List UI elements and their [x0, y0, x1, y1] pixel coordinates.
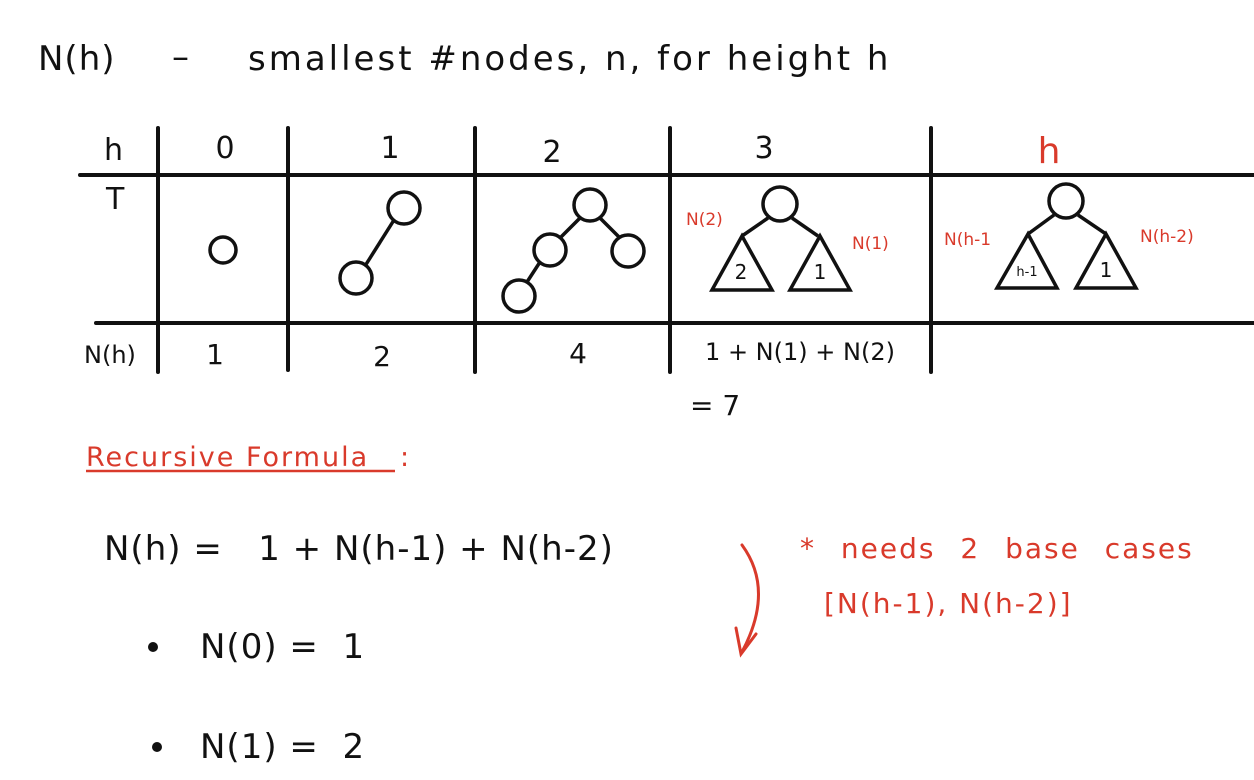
tree-edge	[363, 219, 396, 267]
col-h-h: h	[1037, 131, 1061, 172]
subtree-label-right-h: N(h-2)	[1140, 227, 1194, 247]
subtree-label-right-3: N(1)	[852, 234, 889, 254]
note-base-cases-list: [N(h-1), N(h-2)]	[824, 587, 1073, 620]
formula-heading: Recursive Formula	[86, 442, 370, 473]
tree-node	[386, 190, 422, 226]
tree-h3	[709, 185, 853, 292]
tree-node	[610, 233, 646, 269]
row-label-n: N(h)	[84, 341, 136, 369]
tree-node	[761, 185, 799, 223]
tree-edge	[558, 216, 582, 240]
subtree-label-left-h: N(h-1	[944, 230, 992, 250]
tree-h	[993, 182, 1139, 290]
col-n-3-result: = 7	[690, 389, 741, 422]
subtree-triangle	[787, 232, 853, 292]
subtree-triangle	[1073, 230, 1139, 290]
recurrence-equation: N(h) = 1 + N(h-1) + N(h-2)	[104, 529, 614, 569]
base-case-1: N(1) = 2	[200, 727, 366, 767]
col-n-3: 1 + N(1) + N(2)	[705, 338, 895, 366]
col-n-0: 1	[206, 338, 224, 371]
subtree-triangle	[993, 230, 1060, 290]
title-description: smallest #nodes, n, for height h	[248, 39, 892, 79]
curved-arrow-icon	[734, 543, 760, 658]
title-lhs: N(h)	[38, 39, 116, 79]
title-dash: –	[172, 37, 190, 77]
formula-heading-colon: :	[400, 442, 410, 473]
tree-node	[208, 235, 238, 265]
subtree-triangle-label: 1	[813, 260, 827, 284]
subtree-triangle-label: 2	[734, 260, 748, 284]
tree-edge	[1026, 213, 1056, 236]
col-h-1: 1	[380, 131, 400, 166]
col-h-3: 3	[754, 131, 774, 166]
col-n-1: 2	[373, 340, 391, 373]
tree-node	[572, 187, 608, 223]
tree-node	[501, 278, 537, 314]
tree-edge	[791, 216, 819, 238]
tree-node	[1047, 182, 1085, 220]
tree-edge	[741, 216, 769, 238]
subtree-label-left-3: N(2)	[686, 210, 723, 230]
tree-edge	[525, 261, 542, 283]
bullet-dot	[148, 642, 158, 652]
subtree-triangle	[709, 232, 775, 292]
tree-node	[338, 260, 374, 296]
base-case-0: N(0) = 1	[200, 627, 366, 667]
bullet-dot	[152, 742, 162, 752]
col-h-2: 2	[542, 135, 562, 170]
subtree-triangle-label: 1	[1099, 258, 1113, 282]
subtree-triangle-label: h-1	[1016, 265, 1038, 280]
note-base-cases: * needs 2 base cases	[800, 532, 1194, 565]
row-label-h: h	[104, 133, 124, 168]
tree-h1	[338, 190, 422, 296]
tree-node	[532, 232, 568, 268]
row-label-t: T	[106, 182, 125, 217]
tree-h2	[501, 187, 646, 314]
tree-edge	[1077, 213, 1107, 236]
tree-h0	[208, 235, 238, 265]
col-h-0: 0	[215, 131, 235, 166]
col-n-2: 4	[569, 337, 587, 370]
tree-edge	[598, 216, 622, 240]
